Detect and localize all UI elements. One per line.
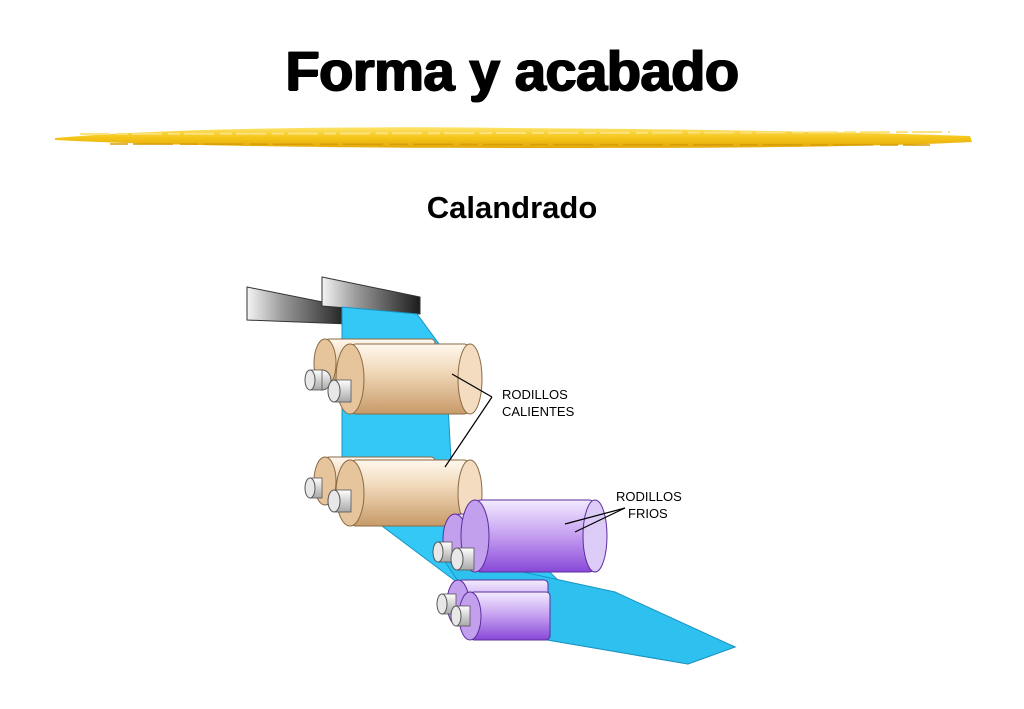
cold-roller-lower-front	[450, 591, 551, 641]
hot-roller-lower-front	[327, 459, 483, 527]
hot-rollers-label-line2: CALIENTES	[502, 404, 575, 419]
cold-roller-upper-front	[450, 499, 608, 573]
cold-rollers-label-line1: RODILLOS	[616, 489, 682, 504]
hot-roller-upper-front	[327, 343, 483, 415]
hot-rollers-leader-lines	[444, 373, 493, 468]
feed-die-right	[321, 276, 421, 315]
cold-rollers-leader-lines	[564, 507, 626, 533]
subtitle: Calandrado	[426, 190, 598, 225]
hot-rollers-label-line1: RODILLOS	[502, 387, 568, 402]
cold-rollers-label-line2: FRIOS	[628, 506, 668, 521]
calender-diagram: RODILLOS CALIENTES RODILLOS FRIOS	[246, 276, 737, 665]
title-underline	[55, 127, 972, 148]
slide-title: Forma y acabado	[285, 39, 739, 102]
